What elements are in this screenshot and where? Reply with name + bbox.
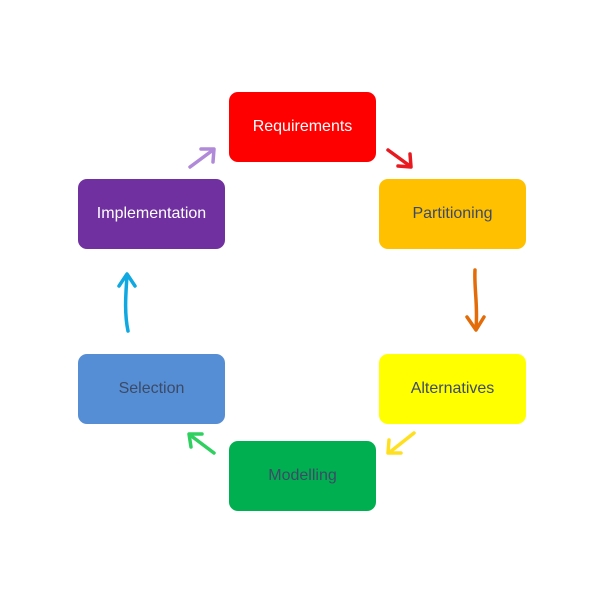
- modelling-label: Modelling: [268, 467, 337, 484]
- arrow-selection-to-implementation: [117, 272, 137, 333]
- arrow-shaft: [188, 148, 215, 169]
- arrow-shaft: [123, 273, 130, 333]
- arrow-head: [465, 315, 486, 332]
- arrow-shaft: [188, 433, 216, 455]
- selection-label: Selection: [118, 380, 185, 397]
- requirements-label: Requirements: [252, 118, 353, 135]
- arrow-implementation-to-requirements: [188, 147, 216, 169]
- arrow-head: [117, 272, 137, 288]
- selection-node: Selection: [78, 354, 225, 424]
- arrow-modelling-to-selection: [187, 432, 216, 455]
- arrow-head: [386, 438, 403, 455]
- alternatives-node: Alternatives: [379, 354, 526, 424]
- arrow-shaft: [388, 431, 416, 454]
- arrow-requirements-to-partitioning: [386, 148, 413, 169]
- arrow-shaft: [386, 148, 412, 168]
- arrow-head: [199, 147, 216, 164]
- arrow-alternatives-to-modelling: [386, 431, 416, 455]
- arrow-head: [187, 432, 204, 449]
- partitioning-label: Partitioning: [412, 205, 493, 222]
- implementation-node: Implementation: [78, 179, 225, 249]
- arrow-shaft: [473, 268, 479, 330]
- implementation-label: Implementation: [96, 205, 207, 222]
- modelling-node: Modelling: [229, 441, 376, 511]
- partitioning-node: Partitioning: [379, 179, 526, 249]
- arrow-head: [396, 152, 413, 169]
- alternatives-label: Alternatives: [410, 380, 495, 397]
- arrow-partitioning-to-alternatives: [465, 268, 486, 332]
- requirements-node: Requirements: [229, 92, 376, 162]
